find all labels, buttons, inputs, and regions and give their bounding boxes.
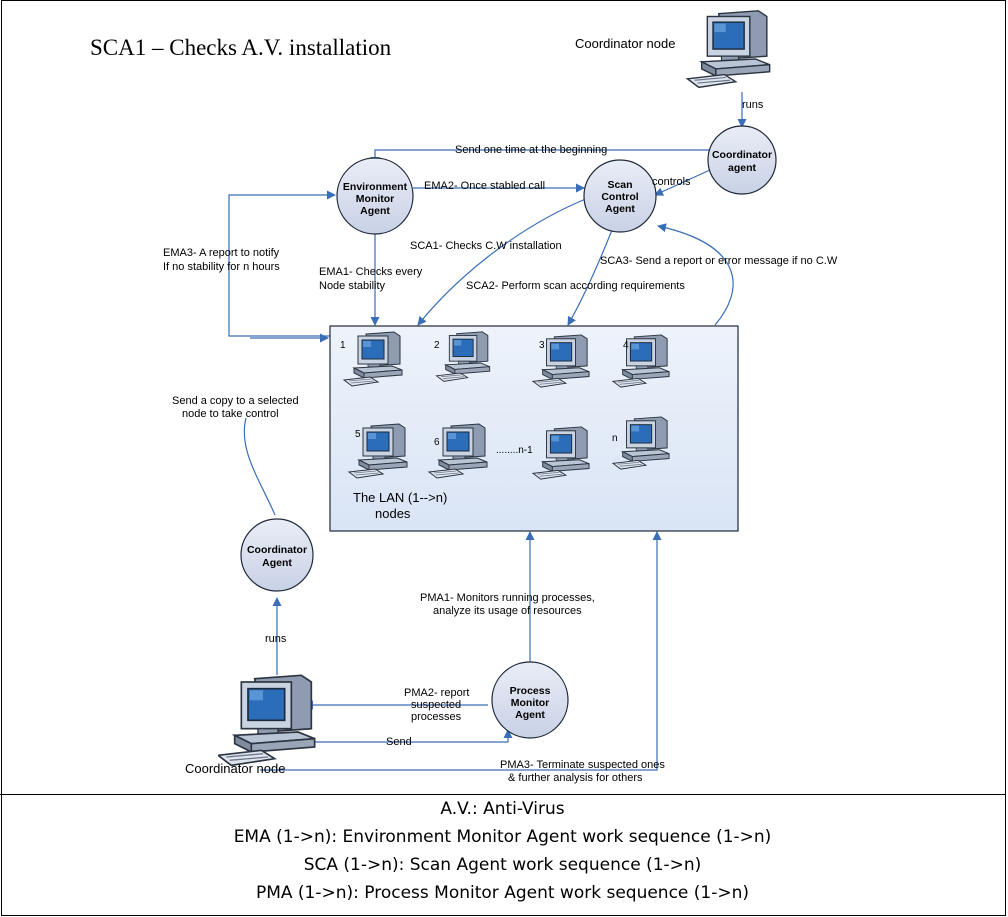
arrow-sca3 xyxy=(657,223,734,326)
agent-environment-monitor-line-1: Environment xyxy=(343,181,408,193)
agent-process-monitor-line-2: Monitor xyxy=(511,697,550,709)
arrow-controls xyxy=(654,169,711,196)
label-send-copy-line-2: node to take control xyxy=(182,408,279,420)
label-sca2: SCA2- Perform scan according requirement… xyxy=(466,280,685,292)
label-send-one-time: Send one time at the beginning xyxy=(455,144,607,156)
coordinator-node-bottom-label: Coordinator node xyxy=(185,761,285,776)
label-ema1-line-1: EMA1- Checks every xyxy=(319,266,423,278)
agent-scan-control-line-1: Scan xyxy=(607,179,632,191)
coordinator-node-bottom: Coordinator node xyxy=(185,674,316,776)
agent-process-monitor: Process Monitor Agent xyxy=(491,661,569,739)
label-pma1-line-2: analyze its usage of resources xyxy=(433,605,582,617)
label-sca3: SCA3- Send a report or error message if … xyxy=(600,255,838,267)
label-sca1: SCA1- Checks C.W installation xyxy=(410,240,562,252)
label-pma3-line-2: & further analysis for others xyxy=(508,772,643,784)
label-pma1-line-1: PMA1- Monitors running processes, xyxy=(420,592,595,604)
label-send-copy-line-1: Send a copy to a selected xyxy=(172,395,299,407)
lan-node-label-1: 1 xyxy=(340,340,346,351)
agent-environment-monitor-line-2: Monitor xyxy=(356,193,395,205)
agent-coordinator-top: Coordinator agent xyxy=(707,125,777,195)
coordinator-node-top: Coordinator node xyxy=(575,9,771,89)
diagram-title: SCA1 – Checks A.V. installation xyxy=(90,35,392,60)
arrow-sca2 xyxy=(567,229,613,326)
label-pma2-line-3: processes xyxy=(411,711,462,723)
lan-node-label-n-1: ........n-1 xyxy=(496,445,533,456)
arrow-send-copy xyxy=(243,417,276,516)
label-ema3-line-2: If no stability for n hours xyxy=(163,261,280,273)
label-ema2: EMA2- Once stabled call xyxy=(424,180,545,192)
agent-scan-control-line-2: Control xyxy=(601,191,638,203)
agent-scan-control: Scan Control Agent xyxy=(583,159,657,233)
arrow-sca1 xyxy=(417,197,589,326)
arrow-pma3 xyxy=(260,531,662,771)
legend-line-1: A.V.: Anti-Virus xyxy=(440,799,565,819)
label-send: Send xyxy=(386,736,412,748)
agent-environment-monitor: Environment Monitor Agent xyxy=(336,157,414,235)
lan-caption-line-1: The LAN (1-->n) xyxy=(353,490,447,505)
legend-divider xyxy=(0,794,1005,795)
agent-scan-control-line-3: Agent xyxy=(605,203,635,215)
arrow-send xyxy=(305,729,513,743)
lan-node-label-6: 6 xyxy=(434,437,440,448)
computer-icon xyxy=(218,674,316,767)
computer-icon xyxy=(686,9,771,89)
agent-process-monitor-line-1: Process xyxy=(510,685,551,697)
agent-process-monitor-line-3: Agent xyxy=(515,709,545,721)
agent-coordinator-bottom-line-1: Coordinator xyxy=(247,544,307,556)
label-ema1-line-2: Node stability xyxy=(319,280,386,292)
label-pma2-line-2: suspected xyxy=(411,699,461,711)
label-pma3-line-1: PMA3- Terminate suspected ones xyxy=(500,759,665,771)
lan-node-label-5: 5 xyxy=(355,429,361,440)
lan-caption-line-2: nodes xyxy=(375,506,411,521)
agent-environment-monitor-line-3: Agent xyxy=(360,205,390,217)
lan-node-label-3: 3 xyxy=(539,340,545,351)
lan-box: 1 2 3 4 5 6 n ........n-1 The LAN (1-->n… xyxy=(329,325,739,532)
label-runs-top: runs xyxy=(742,99,764,111)
legend-line-3: SCA (1->n): Scan Agent work sequence (1-… xyxy=(303,855,702,875)
lan-node-label-2: 2 xyxy=(434,340,440,351)
coordinator-node-top-label: Coordinator node xyxy=(575,36,675,51)
agent-coordinator-bottom: Coordinator Agent xyxy=(240,518,314,592)
connectors xyxy=(228,92,747,771)
label-pma2-line-1: PMA2- report xyxy=(404,687,469,699)
agent-coordinator-top-line-2: agent xyxy=(728,162,757,174)
agent-diagram: SCA1 – Checks A.V. installation Coordina… xyxy=(90,9,838,784)
agent-coordinator-top-line-1: Coordinator xyxy=(712,149,772,161)
edge-labels: runs Send one time at the beginning cont… xyxy=(163,99,838,784)
label-ema3-line-1: EMA3- A report to notify xyxy=(163,247,280,259)
label-controls: controls xyxy=(652,176,691,188)
lan-node-label-4: 4 xyxy=(623,340,629,351)
legend-line-2: EMA (1->n): Environment Monitor Agent wo… xyxy=(233,827,772,847)
agent-coordinator-bottom-line-2: Agent xyxy=(262,557,292,569)
label-runs-bottom: runs xyxy=(265,633,287,645)
legend-line-4: PMA (1->n): Process Monitor Agent work s… xyxy=(255,883,750,903)
lan-node-label-n: n xyxy=(612,433,618,444)
arrow-ema3 xyxy=(228,190,336,337)
